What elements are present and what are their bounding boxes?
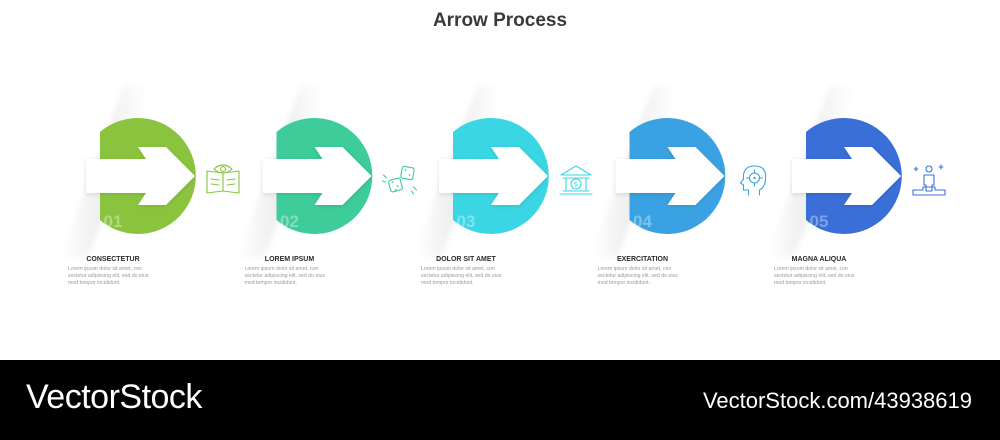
arrow-band — [792, 147, 901, 205]
step-number: 02 — [280, 212, 299, 231]
step-1: 01 — [60, 86, 196, 258]
step-description-line: mod tempor incididunt. — [774, 280, 827, 287]
step-description-line: sectetur adipiscing elit, sed do eius — [68, 273, 149, 280]
step-description-line: Lorem ipsum dolor sit amet, con — [244, 266, 319, 272]
page-title: Arrow Process — [432, 10, 568, 31]
step-number: 03 — [457, 212, 476, 231]
step-title: EXERCITATION — [616, 256, 669, 263]
svg-text:$: $ — [574, 181, 578, 189]
step-number: 04 — [633, 212, 652, 231]
head-target-icon — [739, 165, 767, 196]
step-number: 05 — [810, 212, 829, 231]
step-3: 03 — [413, 86, 549, 258]
step-description-line: sectetur adipiscing elit, sed do eius — [421, 273, 502, 280]
arrow-band — [86, 147, 195, 205]
step-2: 02 — [236, 86, 373, 258]
step-number: 01 — [104, 212, 123, 231]
step-description-line: Lorem ipsum dolor sit amet, con — [774, 266, 848, 272]
bank-icon: $ — [559, 165, 593, 195]
step-description-line: mod tempor incididunt. — [244, 280, 297, 287]
step-description-line: mod tempor incididunt. — [597, 280, 650, 287]
arrow-band — [439, 147, 548, 205]
arrow-process-diagram: 01 02 03 04 05 $ — [60, 86, 946, 258]
footer-brand-logo[interactable]: VectorStock — [26, 378, 202, 416]
book-eye-icon — [206, 164, 240, 194]
step-title: CONSECTETUR — [86, 256, 140, 263]
step-4: 04 — [589, 86, 726, 258]
step-description-line: sectetur adipiscing elit, sed do eius — [244, 273, 325, 280]
step-5: 05 — [766, 86, 902, 258]
step-title: LOREM IPSUM — [264, 256, 315, 263]
step-description-line: mod tempor incididunt. — [68, 280, 121, 287]
step-description-line: mod tempor incididunt. — [421, 280, 474, 287]
dice-icon — [381, 165, 418, 195]
step-title: MAGNA ALIQUA — [791, 256, 847, 263]
step-description-line: sectetur adipiscing elit, sed do eius — [597, 273, 678, 280]
step-title: DOLOR SIT AMET — [436, 256, 496, 263]
award-podium-icon — [912, 164, 946, 196]
step-description-line: Lorem ipsum dolor sit amet, con — [597, 266, 672, 272]
step-description-line: sectetur adipiscing elit, sed do eius — [774, 273, 855, 280]
arrow-band — [615, 147, 725, 205]
footer-image-id: VectorStock.com/43938619 — [702, 388, 972, 413]
footer-bar: VectorStock VectorStock.com/43938619 — [0, 360, 1000, 440]
step-description-line: Lorem ipsum dolor sit amet, con — [421, 266, 495, 272]
step-description-line: Lorem ipsum dolor sit amet, con — [68, 266, 142, 272]
arrow-band — [262, 147, 372, 205]
